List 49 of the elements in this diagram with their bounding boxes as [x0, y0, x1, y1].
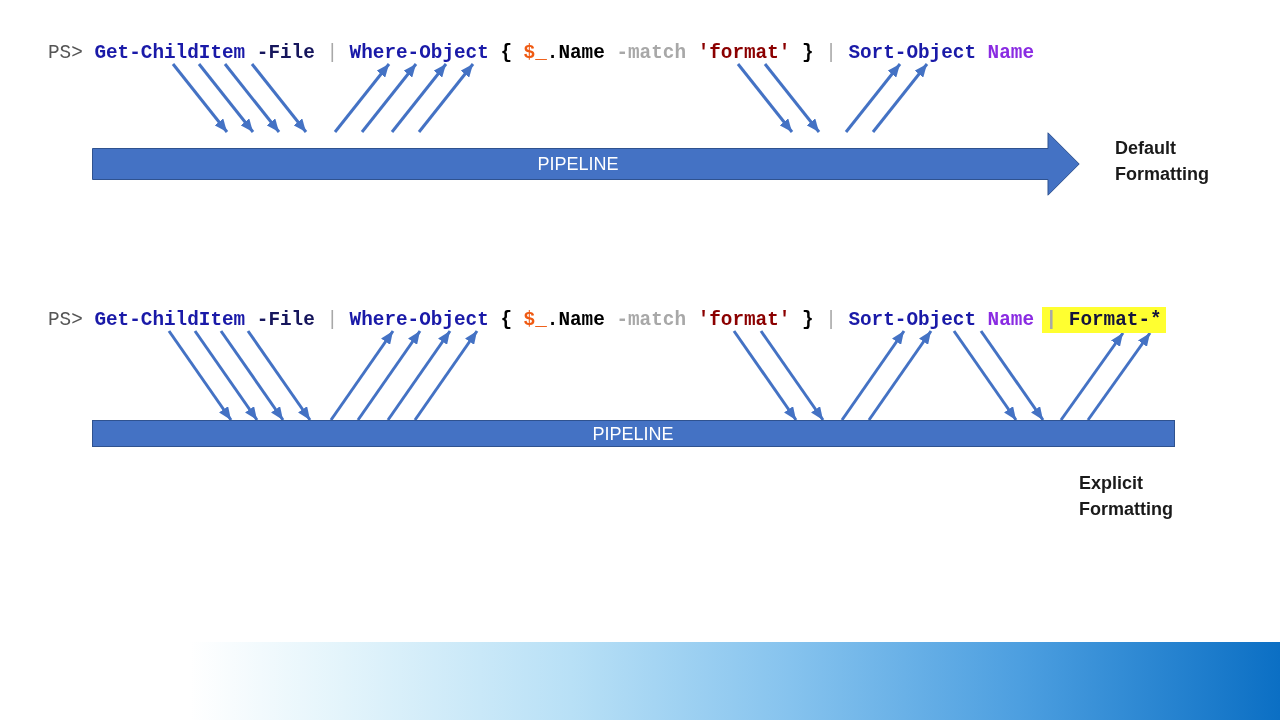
pipe-symbol: | [326, 309, 338, 331]
arrow [329, 330, 395, 421]
output-label: Explicit Formatting [1079, 472, 1173, 521]
arrow [250, 63, 308, 133]
prompt-text: PS> [48, 42, 83, 64]
highlight-box [1041, 307, 1166, 333]
arrow [171, 63, 229, 133]
arrow [867, 330, 933, 421]
pipeline-label: PIPELINE [537, 153, 619, 175]
command-text: Where-Object { $_.Name -match 'format' } [349, 309, 814, 331]
command-text: Where-Object { $_.Name -match 'format' } [349, 42, 814, 64]
arrow [333, 63, 391, 133]
arrow [386, 330, 452, 421]
arrow [844, 63, 902, 133]
arrow [356, 330, 422, 421]
arrow [871, 63, 929, 133]
arrow [219, 330, 285, 421]
arrow [197, 63, 255, 133]
command-text: Get-ChildItem -File [94, 309, 315, 331]
arrow [763, 63, 821, 133]
arrow [193, 330, 259, 421]
arrow [360, 63, 418, 133]
pipe-symbol: | [1045, 309, 1058, 331]
arrow [732, 330, 798, 421]
arrow [167, 330, 233, 421]
arrow [417, 63, 475, 133]
command-text: Sort-Object Name [848, 42, 1034, 64]
arrow [952, 330, 1018, 421]
arrow [1059, 332, 1125, 421]
arrow [413, 330, 479, 421]
arrow [736, 63, 794, 133]
output-label: Default Formatting [1115, 137, 1209, 186]
pipe-symbol: | [825, 42, 837, 64]
arrow [223, 63, 281, 133]
pipeline-bar [92, 420, 1175, 447]
pipe-symbol: | [326, 42, 338, 64]
arrow [759, 330, 825, 421]
arrow [390, 63, 448, 133]
command-text: Sort-Object Name [848, 309, 1034, 331]
arrow [840, 330, 906, 421]
pipe-symbol: | [825, 309, 837, 331]
pipeline-arrow [92, 132, 1080, 196]
command-text: Get-ChildItem -File [94, 42, 315, 64]
command-text: Format-* [1068, 309, 1162, 331]
pipeline-label: PIPELINE [592, 422, 674, 445]
arrow [1086, 332, 1152, 421]
arrow [246, 330, 312, 421]
arrow [979, 330, 1045, 421]
prompt-text: PS> [48, 309, 83, 331]
